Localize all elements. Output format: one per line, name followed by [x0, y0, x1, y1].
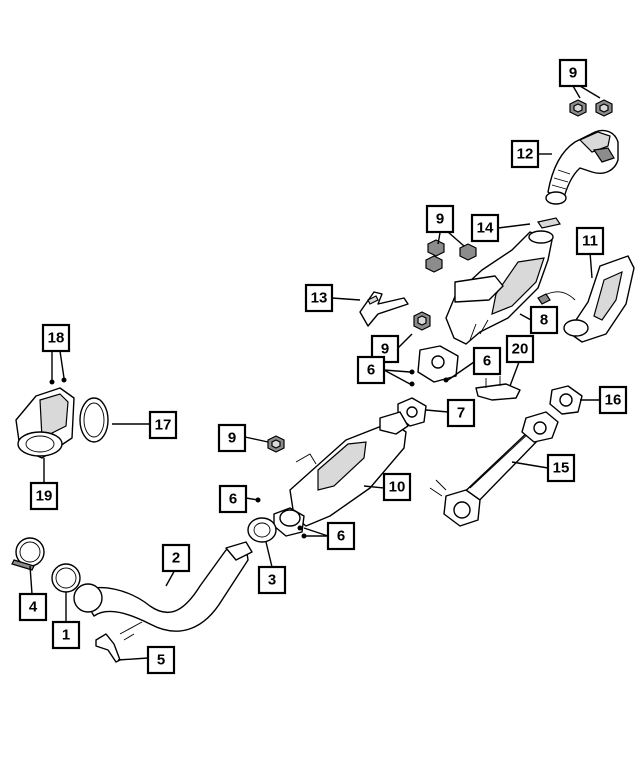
callout-9-second: 9: [425, 204, 455, 234]
callout-label: 7: [457, 405, 465, 422]
callout-20: 20: [505, 334, 535, 364]
callout-6-lower-left: 6: [218, 484, 248, 514]
callout-label: 6: [337, 528, 345, 545]
callout-11: 11: [575, 226, 605, 256]
callout-label: 6: [229, 491, 237, 508]
clamp-part-14: [537, 217, 561, 229]
callout-6-lower-right: 6: [326, 521, 356, 551]
exhaust-pipe-part-12: [545, 129, 619, 205]
callout-label: 2: [172, 550, 180, 567]
nut-part-9-fourth: [267, 435, 285, 453]
callout-label: 3: [268, 572, 276, 589]
stud-part-6-upper: [409, 369, 449, 387]
callout-label: 14: [477, 220, 494, 237]
seal-ring-part-1: [51, 563, 81, 593]
callout-6-upper-left: 6: [356, 355, 386, 385]
nut-part-9-top: [569, 99, 613, 117]
clamp-part-4: [11, 537, 45, 571]
callout-2: 2: [161, 543, 191, 573]
callout-label: 6: [483, 353, 491, 370]
callout-5: 5: [146, 645, 176, 675]
callout-18: 18: [41, 323, 71, 353]
bracket-part-13: [359, 291, 409, 327]
callout-label: 18: [48, 330, 65, 347]
callout-14: 14: [470, 213, 500, 243]
hanger-clip-part-5: [95, 633, 121, 663]
converter-part-8: [417, 230, 554, 383]
callout-6-upper-right: 6: [472, 346, 502, 376]
callout-label: 8: [540, 312, 548, 329]
callout-12: 12: [510, 139, 540, 169]
band-clamp-part-17: [79, 397, 109, 443]
callout-label: 15: [553, 460, 570, 477]
callout-7: 7: [446, 398, 476, 428]
callout-9-top: 9: [558, 58, 588, 88]
tail-pipe-part-15: [429, 411, 559, 527]
front-pipe-part-2: [73, 541, 253, 641]
particulate-filter-part-10: [273, 411, 409, 537]
callout-label: 5: [157, 652, 165, 669]
callout-label: 10: [389, 479, 406, 496]
callout-10: 10: [382, 472, 412, 502]
callout-label: 9: [228, 430, 236, 447]
callout-label: 17: [155, 417, 172, 434]
callout-15: 15: [546, 453, 576, 483]
callout-label: 20: [512, 341, 529, 358]
callout-label: 13: [311, 290, 328, 307]
callout-label: 19: [36, 488, 53, 505]
callout-label: 4: [29, 599, 38, 616]
exhaust-tip-part-19: [15, 377, 75, 459]
callout-3: 3: [257, 565, 287, 595]
nut-part-9-third: [413, 311, 431, 331]
leader-lines: [29, 85, 601, 661]
gasket-part-3: [247, 517, 277, 543]
bracket-part-20: [475, 376, 521, 401]
callout-13: 13: [304, 283, 334, 313]
callout-1: 1: [51, 620, 81, 650]
callout-label: 9: [436, 211, 444, 228]
callout-label: 12: [517, 146, 534, 163]
callout-label: 1: [62, 627, 70, 644]
sensor-pipe-part-11: [537, 255, 635, 343]
callout-label: 9: [381, 341, 389, 358]
callout-label: 11: [582, 233, 598, 250]
nut-part-9-second: [425, 239, 477, 273]
callout-9-fourth: 9: [217, 423, 247, 453]
callout-label: 16: [605, 392, 622, 409]
callout-4: 4: [18, 592, 48, 622]
gasket-part-16: [549, 385, 583, 415]
callout-17: 17: [148, 410, 178, 440]
callout-16: 16: [598, 385, 628, 415]
callout-label: 6: [367, 362, 375, 379]
callout-19: 19: [29, 481, 59, 511]
callout-label: 9: [569, 65, 577, 82]
callout-8: 8: [529, 305, 559, 335]
